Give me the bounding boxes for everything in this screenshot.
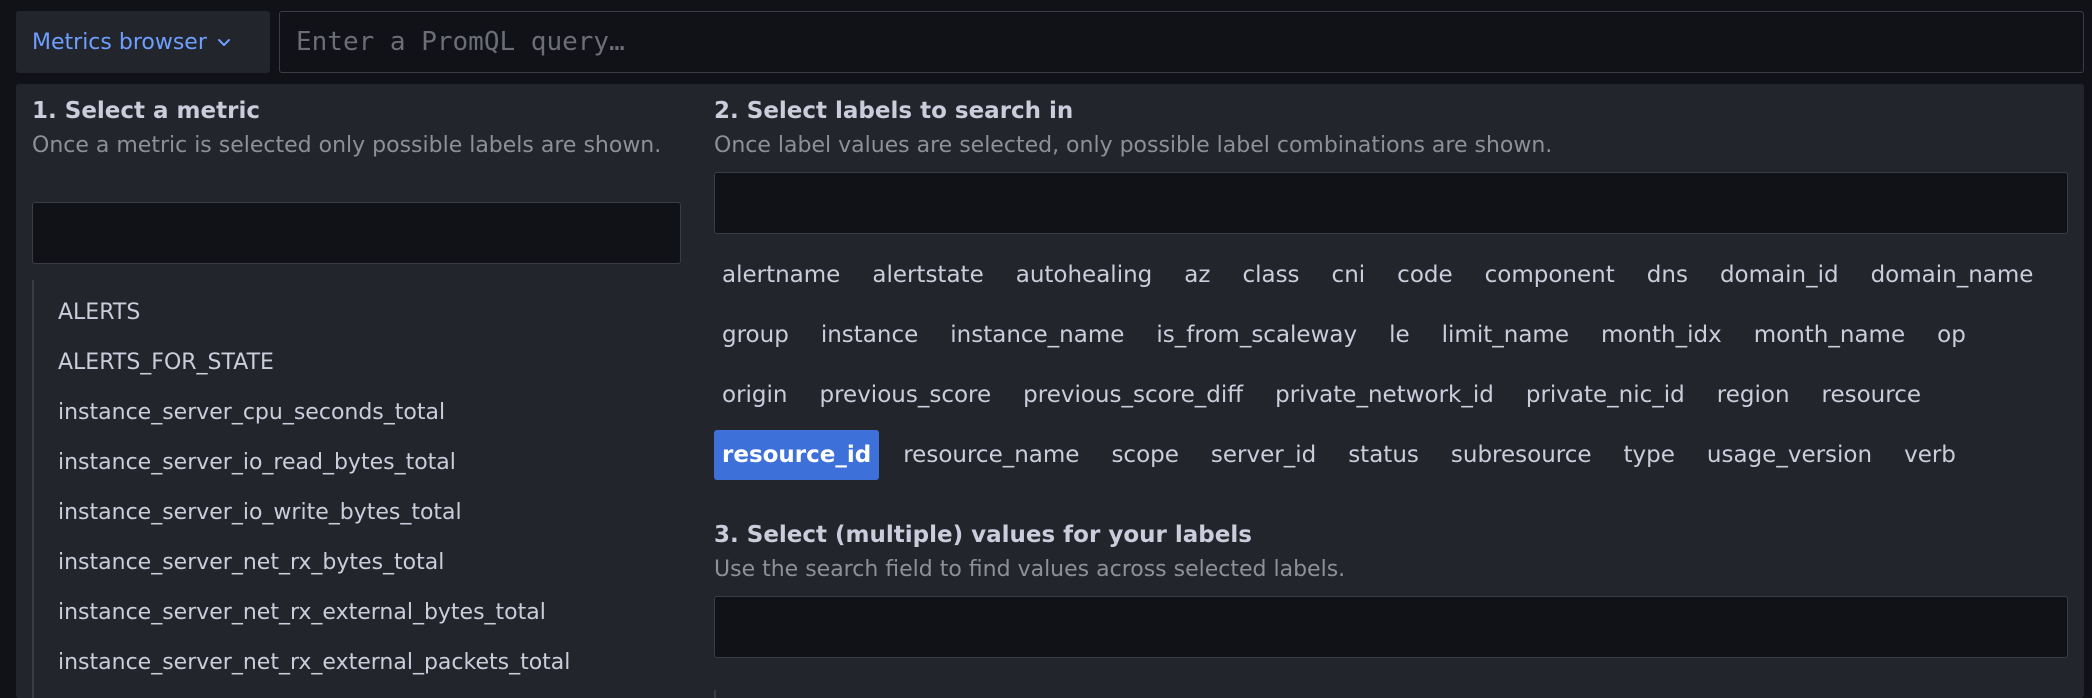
step3-title: 3. Select (multiple) values for your lab… — [714, 522, 1252, 548]
label-chip-class[interactable]: class — [1242, 262, 1300, 288]
metrics-browser-panel: 1. Select a metric Once a metric is sele… — [16, 84, 2084, 698]
label-chip-group[interactable]: group — [722, 322, 789, 348]
label-chip-status[interactable]: status — [1348, 442, 1419, 468]
label-chip-month-name[interactable]: month_name — [1753, 322, 1906, 348]
label-row: alertname alertstate autohealing az class cni… — [714, 250, 2057, 300]
label-chip-instance[interactable]: instance — [820, 322, 919, 348]
label-values-search-input[interactable] — [714, 596, 2068, 658]
label-chip-resource-name[interactable]: resource_name — [903, 442, 1080, 468]
chevron-down-icon — [217, 39, 230, 46]
label-chip-resource[interactable]: resource — [1821, 382, 1922, 408]
values-list-edge — [714, 690, 716, 698]
label-chip-limit-name[interactable]: limit_name — [1441, 322, 1569, 348]
label-chip-autohealing[interactable]: autohealing — [1015, 262, 1153, 288]
label-chip-alertname[interactable]: alertname — [722, 262, 841, 288]
label-chip-alertstate[interactable]: alertstate — [872, 262, 984, 288]
metric-list[interactable]: ALERTS ALERTS_FOR_STATE instance_server_cp… — [32, 280, 682, 698]
label-chip-resource-id[interactable]: resource_id — [714, 430, 880, 480]
label-chip-previous-score[interactable]: previous_score — [819, 382, 992, 408]
label-row: origin previous_score previous_score_diff p… — [714, 370, 1945, 420]
metric-list-item[interactable]: instance_server_io_read_bytes_total — [58, 450, 456, 475]
label-chip-op[interactable]: op — [1937, 322, 1966, 348]
label-chip-verb[interactable]: verb — [1904, 442, 1956, 468]
metric-list-item[interactable]: instance_server_net_rx_external_packets_… — [58, 650, 571, 675]
step1-title: 1. Select a metric — [32, 98, 260, 124]
label-chip-private-nic-id[interactable]: private_nic_id — [1525, 382, 1685, 408]
step2-title: 2. Select labels to search in — [714, 98, 1074, 124]
label-row: group instance instance_name is_from_scalew… — [714, 310, 1990, 360]
label-search-input[interactable] — [714, 172, 2068, 234]
label-row: resource_id resource_name scope server_id st… — [714, 430, 1980, 480]
metrics-browser-label: Metrics browser — [32, 29, 207, 55]
label-chip-cni[interactable]: cni — [1331, 262, 1366, 288]
label-chip-dns[interactable]: dns — [1646, 262, 1688, 288]
label-chip-usage-version[interactable]: usage_version — [1706, 442, 1873, 468]
label-chip-private-network-id[interactable]: private_network_id — [1275, 382, 1494, 408]
query-toolbar: Metrics browser — [16, 11, 2084, 73]
step3-description: Use the search field to find values acro… — [714, 557, 1346, 582]
promql-query-input[interactable] — [279, 11, 2084, 73]
label-chip-az[interactable]: az — [1184, 262, 1211, 288]
label-chip-instance-name[interactable]: instance_name — [950, 322, 1125, 348]
metric-list-item[interactable]: instance_server_cpu_seconds_total — [58, 400, 446, 425]
label-chip-month-idx[interactable]: month_idx — [1600, 322, 1722, 348]
label-chip-is-from-scaleway[interactable]: is_from_scaleway — [1156, 322, 1358, 348]
step1-description: Once a metric is selected only possible … — [32, 133, 662, 158]
metric-list-item[interactable]: ALERTS — [58, 300, 141, 325]
metric-list-item[interactable]: instance_server_net_rx_external_bytes_to… — [58, 600, 546, 625]
label-chip-code[interactable]: code — [1397, 262, 1453, 288]
label-chip-domain-id[interactable]: domain_id — [1719, 262, 1839, 288]
label-chip-previous-score-diff[interactable]: previous_score_diff — [1023, 382, 1244, 408]
metric-list-item[interactable]: ALERTS_FOR_STATE — [58, 350, 274, 375]
metrics-browser-button[interactable]: Metrics browser — [16, 11, 270, 73]
label-chip-server-id[interactable]: server_id — [1210, 442, 1317, 468]
label-chip-type[interactable]: type — [1623, 442, 1675, 468]
label-chip-subresource[interactable]: subresource — [1450, 442, 1592, 468]
label-chip-component[interactable]: component — [1484, 262, 1615, 288]
label-chip-scope[interactable]: scope — [1111, 442, 1179, 468]
metric-list-item[interactable]: instance_server_net_rx_bytes_total — [58, 550, 445, 575]
metric-list-item[interactable]: instance_server_io_write_bytes_total — [58, 500, 462, 525]
label-chip-domain-name[interactable]: domain_name — [1870, 262, 2034, 288]
label-chip-le[interactable]: le — [1389, 322, 1410, 348]
metric-search-input[interactable] — [32, 202, 681, 264]
label-chip-origin[interactable]: origin — [722, 382, 788, 408]
step2-description: Once label values are selected, only pos… — [714, 133, 1553, 158]
label-chip-region[interactable]: region — [1716, 382, 1790, 408]
